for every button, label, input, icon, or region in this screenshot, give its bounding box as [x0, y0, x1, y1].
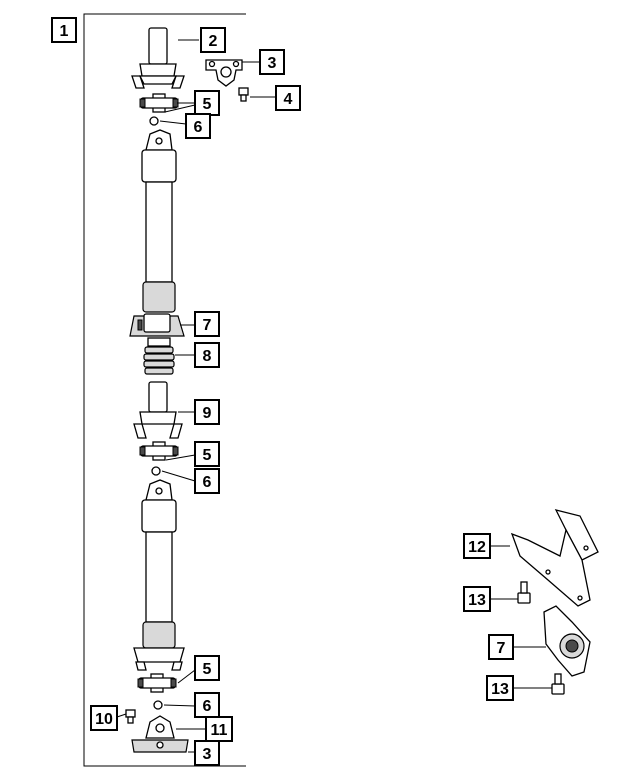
callout-2: 2	[200, 27, 226, 53]
part-ujoint-top	[139, 93, 179, 113]
callout-3-top-label: 3	[268, 55, 277, 72]
callout-6-top: 6	[185, 113, 211, 139]
callout-7-right-label: 7	[497, 640, 506, 657]
callout-4-label: 4	[284, 91, 293, 108]
part-slip-yoke-front	[131, 27, 185, 89]
part-bolt-bottom	[125, 709, 136, 724]
part-rear-slip-yoke	[133, 381, 183, 439]
callout-11: 11	[205, 716, 233, 742]
part-snap-ring-bottom	[153, 700, 163, 710]
callout-7-left-label: 7	[203, 317, 212, 334]
callout-13-upper-label: 13	[468, 592, 486, 609]
callout-1-label: 1	[60, 23, 69, 40]
callout-8: 8	[194, 342, 220, 368]
callout-7-left: 7	[194, 311, 220, 337]
callout-7-right: 7	[488, 634, 514, 660]
callout-6-middle: 6	[194, 468, 220, 494]
leader-lines	[116, 39, 552, 753]
part-mount-bolt-lower	[551, 673, 565, 695]
callout-11-label: 11	[211, 722, 228, 739]
callout-9: 9	[194, 399, 220, 425]
callout-6-top-label: 6	[194, 119, 203, 136]
callout-10-label: 10	[95, 711, 113, 728]
callout-13-lower: 13	[486, 675, 514, 701]
callout-3-bottom: 3	[194, 740, 220, 766]
part-center-bearing-mount	[543, 605, 591, 677]
callout-13-upper: 13	[463, 586, 491, 612]
part-snap-ring-middle	[151, 466, 161, 476]
callout-5-bottom: 5	[194, 655, 220, 681]
part-center-bearing	[129, 313, 185, 337]
callout-3-top: 3	[259, 49, 285, 75]
part-support-bracket-top	[205, 59, 243, 87]
callout-5-middle: 5	[194, 441, 220, 467]
callout-4: 4	[275, 85, 301, 111]
callout-13-lower-label: 13	[491, 681, 509, 698]
callout-12-label: 12	[468, 539, 486, 556]
callout-5-bottom-label: 5	[203, 661, 212, 678]
callout-10: 10	[90, 705, 118, 731]
callout-9-label: 9	[203, 405, 212, 422]
part-support-bracket-bottom	[131, 739, 189, 753]
part-snap-ring-top	[149, 116, 159, 126]
callout-5-top: 5	[194, 90, 220, 116]
callout-5-top-label: 5	[203, 96, 212, 113]
part-bolt-top	[238, 87, 249, 102]
callout-1: 1	[51, 17, 77, 43]
part-rear-shaft-tube	[133, 479, 185, 671]
part-ujoint-middle	[139, 441, 179, 461]
callout-8-label: 8	[203, 348, 212, 365]
callout-3-bottom-label: 3	[203, 746, 212, 763]
callout-12: 12	[463, 533, 491, 559]
callout-5-middle-label: 5	[203, 447, 212, 464]
callout-2-label: 2	[209, 33, 218, 50]
part-ujoint-bottom	[137, 673, 177, 693]
callout-6-bottom-label: 6	[203, 698, 212, 715]
assembly-bracket	[83, 13, 246, 767]
part-crossmember-bracket	[510, 509, 599, 607]
callout-6-bottom: 6	[194, 692, 220, 718]
part-front-shaft-tube	[141, 129, 177, 313]
part-flange-yoke	[145, 715, 175, 739]
part-boot	[143, 337, 175, 375]
part-mount-bolt-upper	[517, 581, 531, 604]
callout-6-middle-label: 6	[203, 474, 212, 491]
